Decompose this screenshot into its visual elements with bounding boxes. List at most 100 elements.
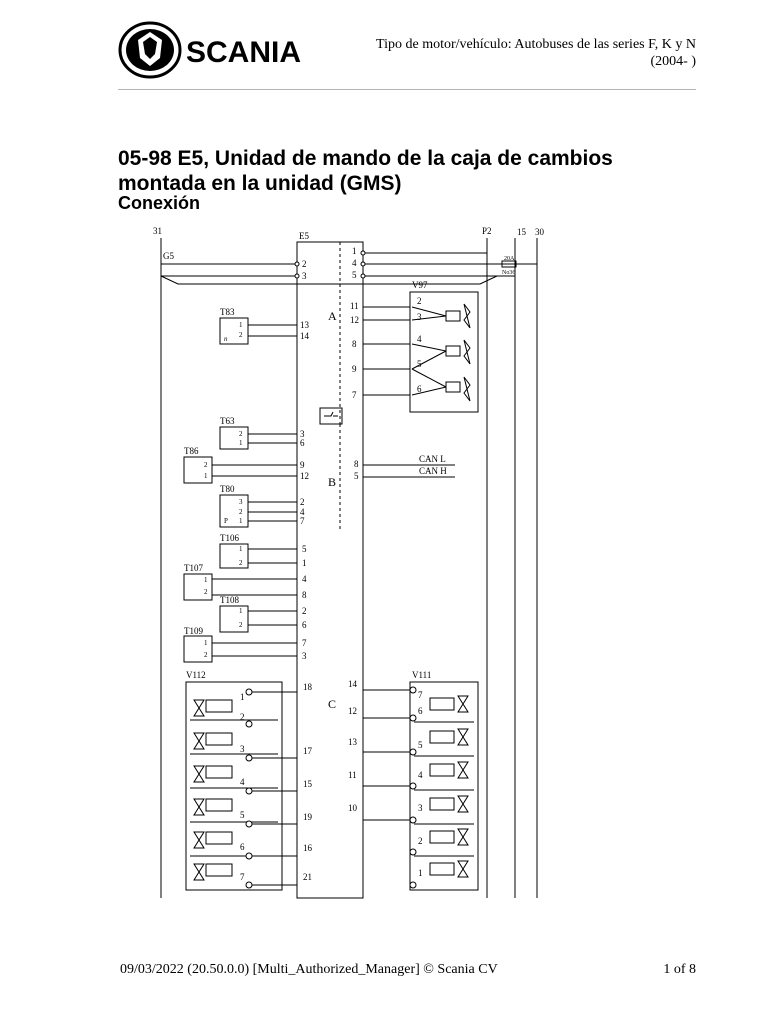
- svg-text:3: 3: [240, 744, 245, 754]
- svg-text:5: 5: [354, 471, 359, 481]
- svg-text:3: 3: [239, 498, 243, 506]
- svg-text:2: 2: [418, 836, 423, 846]
- svg-text:1: 1: [302, 558, 307, 568]
- t109-label: T109: [184, 626, 203, 636]
- v112-box: [185, 681, 283, 891]
- can-high-label: CAN H: [419, 466, 447, 476]
- svg-text:2: 2: [239, 430, 243, 438]
- svg-text:12: 12: [350, 315, 359, 325]
- pin-g5-3: 3: [302, 271, 307, 281]
- svg-text:12: 12: [348, 706, 357, 716]
- pin-top-4: 4: [352, 258, 357, 268]
- svg-text:21: 21: [303, 872, 312, 882]
- svg-text:6: 6: [240, 842, 245, 852]
- svg-text:8: 8: [302, 590, 307, 600]
- svg-text:1: 1: [239, 607, 243, 615]
- svg-text:6: 6: [300, 438, 305, 448]
- ecu-switch-symbol: [319, 407, 343, 425]
- rail-30-label: 30: [535, 227, 545, 237]
- svg-text:4: 4: [240, 777, 245, 787]
- svg-text:2: 2: [302, 606, 307, 616]
- header-divider: [118, 89, 696, 90]
- svg-text:2: 2: [417, 296, 422, 306]
- svg-text:1: 1: [239, 545, 243, 553]
- svg-text:5: 5: [417, 359, 422, 369]
- footer-meta: 09/03/2022 (20.50.0.0) [Multi_Authorized…: [120, 962, 498, 977]
- svg-text:5: 5: [240, 810, 245, 820]
- svg-text:1: 1: [239, 439, 243, 447]
- svg-text:8: 8: [352, 339, 357, 349]
- v97-label: V97: [412, 280, 428, 290]
- t107-label: T107: [184, 563, 203, 573]
- svg-text:4: 4: [418, 770, 423, 780]
- svg-text:6: 6: [417, 384, 422, 394]
- svg-text:2: 2: [239, 331, 243, 339]
- svg-text:15: 15: [303, 779, 313, 789]
- t83-label: T83: [220, 307, 235, 317]
- brand-wordmark: SCANIA: [186, 36, 301, 69]
- svg-text:19: 19: [303, 812, 313, 822]
- v112-label: V112: [186, 670, 206, 680]
- svg-text:3: 3: [417, 312, 422, 322]
- svg-text:3: 3: [418, 803, 423, 813]
- rail-31-label: 31: [153, 226, 162, 236]
- svg-text:1: 1: [204, 472, 208, 480]
- page-title-line1: 05-98 E5, Unidad de mando de la caja de …: [118, 147, 613, 170]
- svg-text:1: 1: [204, 639, 208, 647]
- t86-box: [183, 456, 213, 484]
- svg-text:2: 2: [239, 559, 243, 567]
- rail-15-label: 15: [517, 227, 527, 237]
- svg-text:9: 9: [352, 364, 357, 374]
- svg-text:2: 2: [300, 497, 305, 507]
- svg-text:3: 3: [302, 651, 307, 661]
- t107-box: [183, 573, 213, 601]
- svg-text:1: 1: [240, 692, 245, 702]
- section-a-label: A: [328, 309, 337, 323]
- g5-label: G5: [163, 251, 174, 261]
- t109-box: [183, 635, 213, 663]
- fuse-rating: 20A: [504, 256, 515, 262]
- svg-text:7: 7: [418, 690, 423, 700]
- svg-text:2: 2: [204, 588, 208, 596]
- svg-text:16: 16: [303, 843, 313, 853]
- svg-text:1: 1: [239, 517, 243, 525]
- svg-text:2: 2: [204, 651, 208, 659]
- svg-text:7: 7: [300, 516, 305, 526]
- t86-label: T86: [184, 446, 199, 456]
- svg-text:18: 18: [303, 682, 313, 692]
- pin-top-5: 5: [352, 270, 357, 280]
- svg-text:17: 17: [303, 746, 313, 756]
- page-title-line2: montada en la unidad (GMS): [118, 172, 402, 195]
- svg-text:4: 4: [300, 507, 305, 517]
- svg-text:7: 7: [352, 390, 357, 400]
- ecu-e5-box: [296, 241, 364, 899]
- t83-box: [219, 317, 249, 345]
- svg-text:5: 5: [418, 740, 423, 750]
- fuse-symbol: [501, 260, 517, 268]
- svg-text:13: 13: [300, 320, 310, 330]
- svg-text:14: 14: [348, 679, 358, 689]
- svg-text:9: 9: [300, 460, 305, 470]
- page-number: 1 of 8: [663, 962, 696, 977]
- v111-label: V111: [412, 670, 431, 680]
- svg-text:7: 7: [302, 638, 307, 648]
- svg-text:12: 12: [300, 471, 309, 481]
- svg-text:1: 1: [204, 576, 208, 584]
- svg-text:4: 4: [302, 574, 307, 584]
- header-year-range: (2004- ): [650, 54, 697, 69]
- svg-text:P: P: [224, 517, 228, 525]
- svg-text:1: 1: [239, 321, 243, 329]
- svg-text:11: 11: [348, 770, 357, 780]
- t108-label: T108: [220, 595, 239, 605]
- svg-text:6: 6: [302, 620, 307, 630]
- t108-box: [219, 605, 249, 633]
- pin-top-1: 1: [352, 246, 357, 256]
- rail-p2-label: P2: [482, 226, 492, 236]
- svg-text:2: 2: [240, 712, 245, 722]
- scania-logo: SCANIA: [118, 21, 301, 79]
- t106-box: [219, 543, 249, 569]
- svg-text:14: 14: [300, 331, 310, 341]
- svg-text:4: 4: [417, 334, 422, 344]
- svg-text:7: 7: [240, 872, 245, 882]
